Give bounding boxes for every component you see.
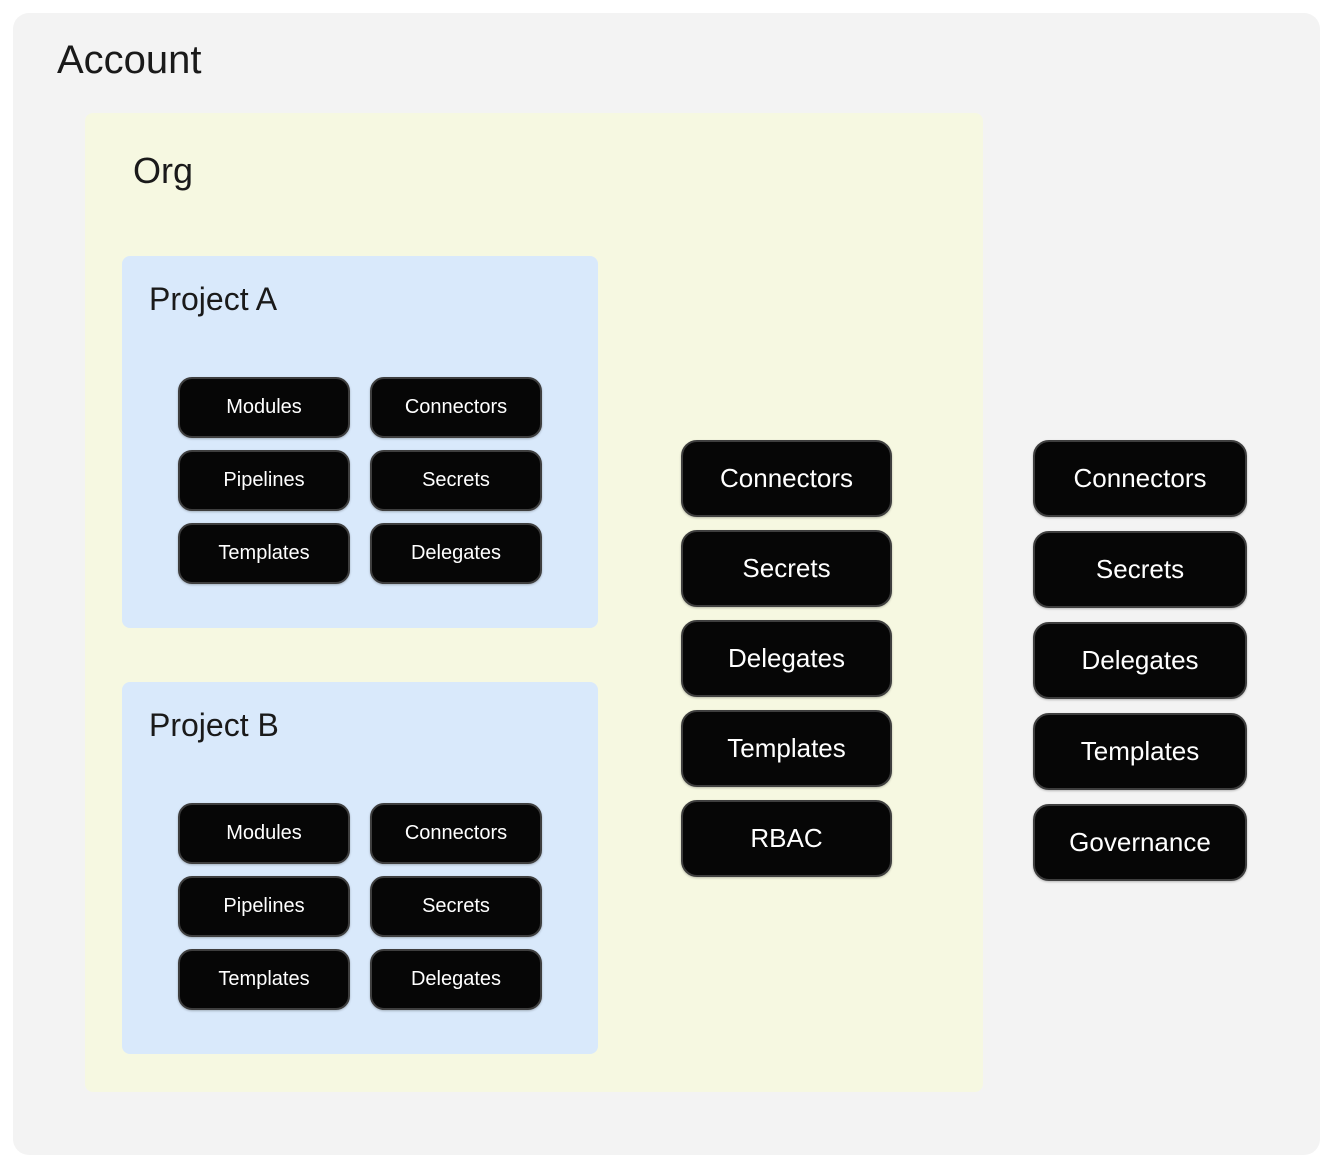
- project-a-pill-templates: Templates: [178, 523, 350, 584]
- org-container: Org Project A Modules Connectors Pipelin…: [85, 113, 983, 1092]
- account-pill-governance: Governance: [1033, 804, 1247, 881]
- project-b-pill-connectors: Connectors: [370, 803, 542, 864]
- project-a-pill-delegates: Delegates: [370, 523, 542, 584]
- org-pill-templates: Templates: [681, 710, 892, 787]
- project-a-pill-secrets: Secrets: [370, 450, 542, 511]
- account-title: Account: [57, 38, 202, 82]
- project-b-pill-delegates: Delegates: [370, 949, 542, 1010]
- project-a-title: Project A: [149, 281, 278, 317]
- account-container: Account Org Project A Modules Connectors…: [13, 13, 1320, 1155]
- account-pill-templates: Templates: [1033, 713, 1247, 790]
- org-pill-column: Connectors Secrets Delegates Templates R…: [681, 440, 892, 877]
- project-a-pill-grid: Modules Connectors Pipelines Secrets Tem…: [178, 377, 542, 584]
- account-pill-column: Connectors Secrets Delegates Templates G…: [1033, 440, 1247, 881]
- account-pill-delegates: Delegates: [1033, 622, 1247, 699]
- project-b-pill-modules: Modules: [178, 803, 350, 864]
- project-a-pill-pipelines: Pipelines: [178, 450, 350, 511]
- org-pill-secrets: Secrets: [681, 530, 892, 607]
- org-pill-delegates: Delegates: [681, 620, 892, 697]
- project-b-pill-pipelines: Pipelines: [178, 876, 350, 937]
- account-pill-connectors: Connectors: [1033, 440, 1247, 517]
- project-b-title: Project B: [149, 707, 279, 743]
- org-pill-connectors: Connectors: [681, 440, 892, 517]
- project-b-pill-templates: Templates: [178, 949, 350, 1010]
- project-a-pill-modules: Modules: [178, 377, 350, 438]
- project-b-pill-secrets: Secrets: [370, 876, 542, 937]
- project-b-pill-grid: Modules Connectors Pipelines Secrets Tem…: [178, 803, 542, 1010]
- account-pill-secrets: Secrets: [1033, 531, 1247, 608]
- org-pill-rbac: RBAC: [681, 800, 892, 877]
- org-title: Org: [133, 150, 194, 191]
- project-b-container: Project B Modules Connectors Pipelines S…: [122, 682, 598, 1054]
- project-a-container: Project A Modules Connectors Pipelines S…: [122, 256, 598, 628]
- project-a-pill-connectors: Connectors: [370, 377, 542, 438]
